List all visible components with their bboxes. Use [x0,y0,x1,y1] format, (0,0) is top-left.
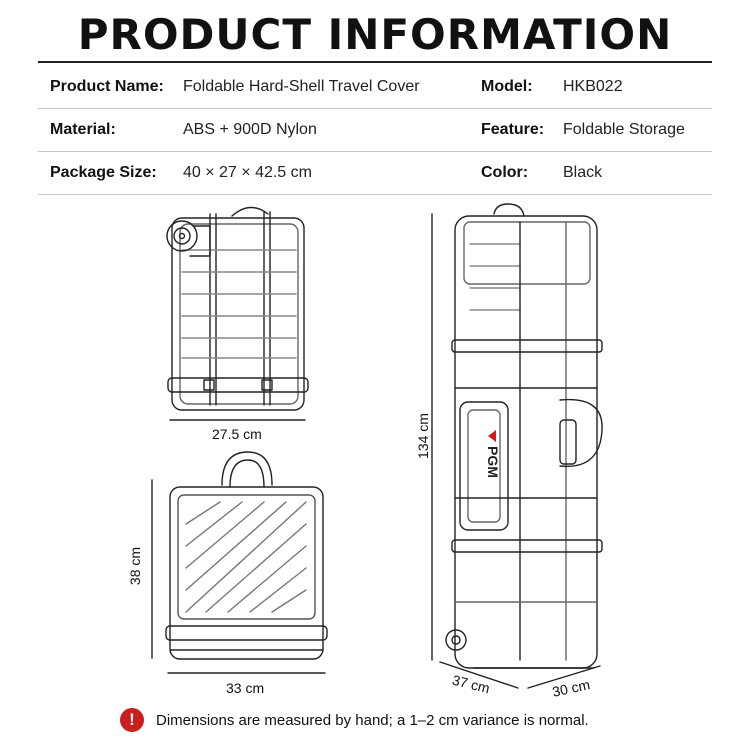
exclamation-icon: ! [120,708,144,732]
folded-cover-front-illustration [165,451,328,660]
spec-row-material: Material: ABS + 900D Nylon Feature: Fold… [38,109,712,152]
dim-line-bag-width [439,661,519,689]
note-text: Dimensions are measured by hand; a 1–2 c… [156,711,589,729]
measurement-note: ! Dimensions are measured by hand; a 1–2… [120,707,589,733]
package-size-value: 40 × 27 × 42.5 cm [183,164,312,181]
product-name-value: Foldable Hard-Shell Travel Cover [183,78,420,95]
spec-row-product: Product Name: Foldable Hard-Shell Travel… [38,66,712,109]
feature-value: Foldable Storage [563,121,685,138]
feature-label: Feature: [481,121,545,138]
pgm-logo: PGM [485,430,501,478]
folded-height-label: 38 cm [127,546,144,586]
material-value: ABS + 900D Nylon [183,121,317,138]
title-divider [38,61,712,63]
material-label: Material: [50,121,116,138]
folded-depth-label: 33 cm [226,680,265,696]
logo-text: PGM [485,446,501,478]
bag-length-label: 134 cm [414,413,431,459]
spec-row-package: Package Size: 40 × 27 × 42.5 cm Color: B… [38,152,712,195]
product-name-label: Product Name: [50,78,164,95]
dim-line-bag-depth [527,665,601,689]
folded-width-label: 27.5 cm [212,426,262,442]
page-title: PRODUCT INFORMATION [77,10,673,59]
color-label: Color: [481,164,529,181]
color-value: Black [563,164,603,181]
folded-cover-side-illustration [166,206,309,411]
model-label: Model: [481,78,533,95]
package-size-label: Package Size: [50,164,157,181]
model-value: HKB022 [563,78,623,95]
travel-bag-illustration [445,203,603,669]
